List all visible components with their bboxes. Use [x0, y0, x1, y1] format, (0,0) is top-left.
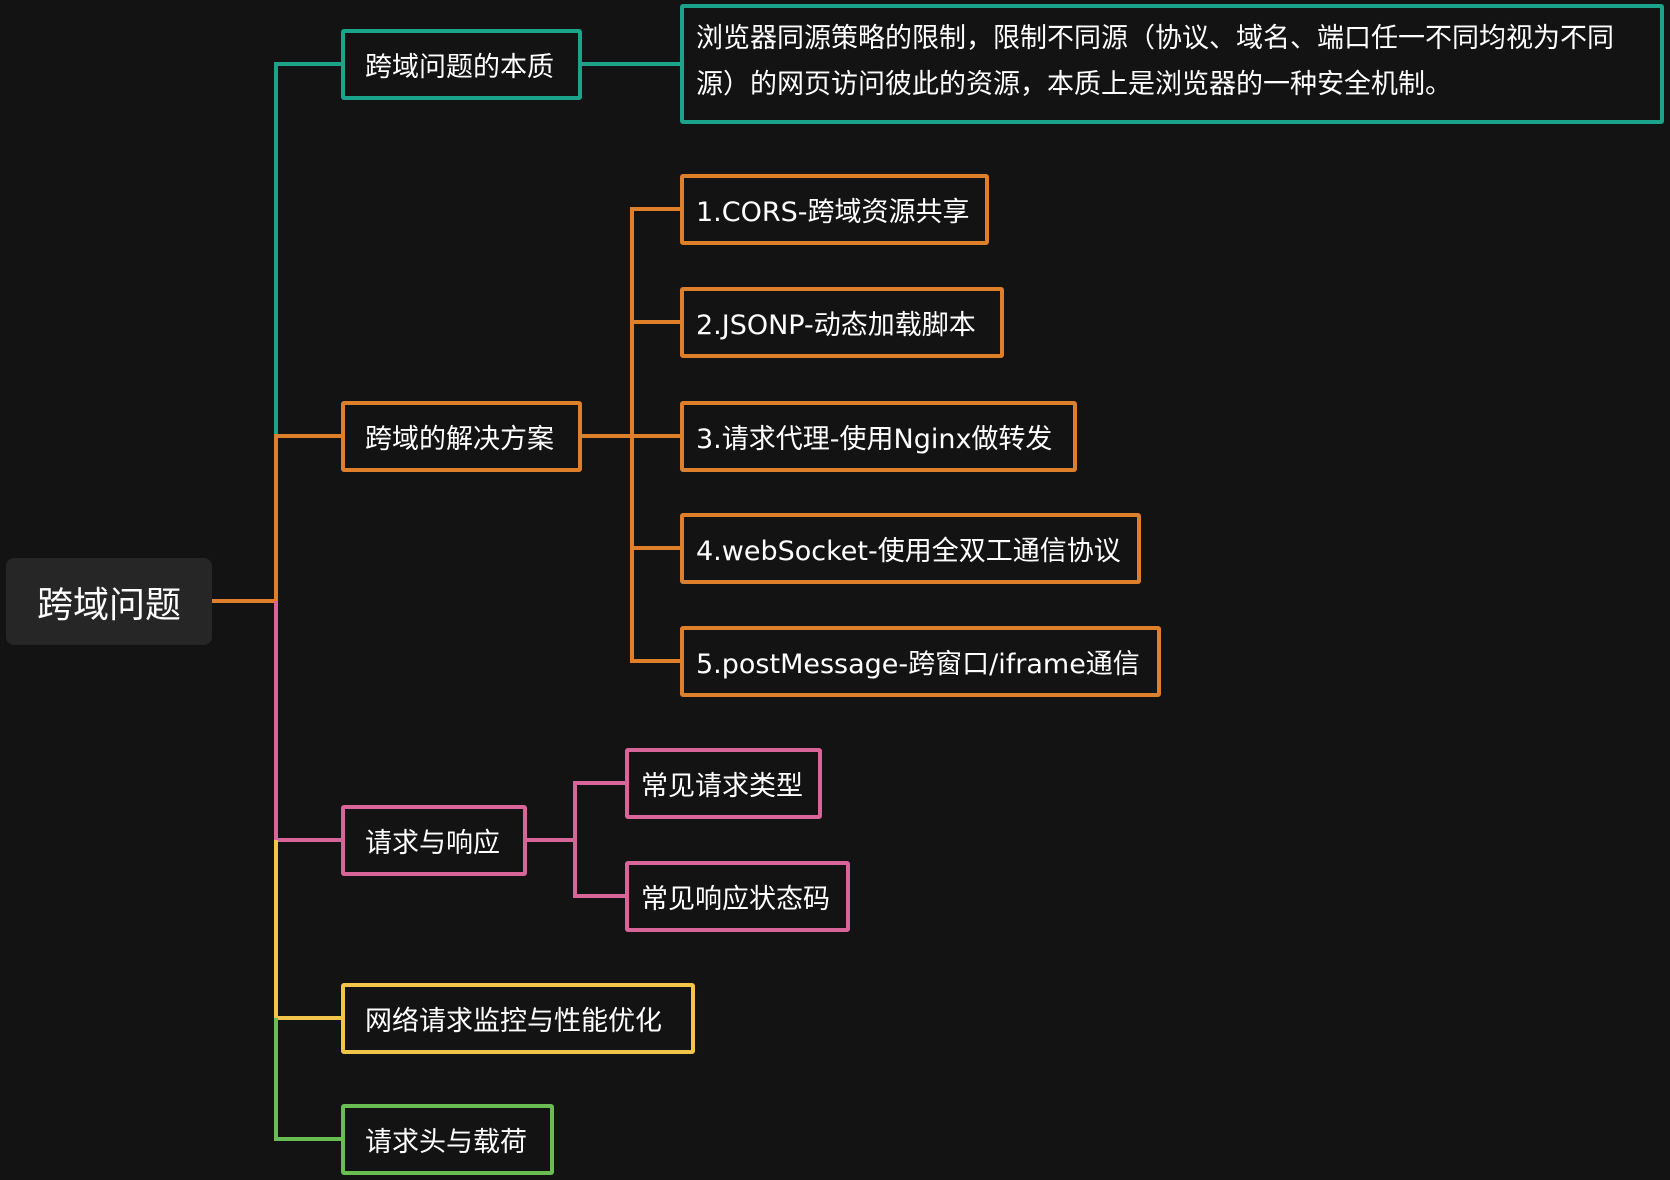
response-codes-node[interactable]: 常见响应状态码 [625, 861, 850, 932]
trunk-pink [274, 601, 343, 842]
branch-node-essence[interactable]: 跨域问题的本质 [341, 29, 582, 100]
solution-node-proxy[interactable]: 3.请求代理-使用Nginx做转发 [680, 401, 1077, 472]
solution-node-cors[interactable]: 1.CORS-跨域资源共享 [680, 174, 989, 245]
essence-description-node[interactable]: 浏览器同源策略的限制，限制不同源（协议、域名、端口任一不同均视为不同源）的网页访… [680, 4, 1664, 124]
trunk-green [274, 1018, 343, 1141]
solution-node-jsonp[interactable]: 2.JSONP-动态加载脚本 [680, 287, 1004, 358]
branch-node-monitoring[interactable]: 网络请求监控与性能优化 [341, 983, 695, 1054]
branch-node-headers-payload[interactable]: 请求头与载荷 [341, 1104, 554, 1175]
trunk-orange [274, 434, 343, 601]
branch-3-children-bracket [573, 781, 625, 898]
branch-2-children-bracket [630, 207, 680, 663]
solution-node-postmessage[interactable]: 5.postMessage-跨窗口/iframe通信 [680, 626, 1161, 697]
trunk-teal [274, 62, 343, 436]
trunk-yellow [274, 840, 343, 1020]
request-types-node[interactable]: 常见请求类型 [625, 748, 822, 819]
root-node[interactable]: 跨域问题 [6, 558, 212, 645]
solution-node-websocket[interactable]: 4.webSocket-使用全双工通信协议 [680, 513, 1141, 584]
branch-node-solutions[interactable]: 跨域的解决方案 [341, 401, 582, 472]
branch-node-request-response[interactable]: 请求与响应 [341, 805, 527, 876]
